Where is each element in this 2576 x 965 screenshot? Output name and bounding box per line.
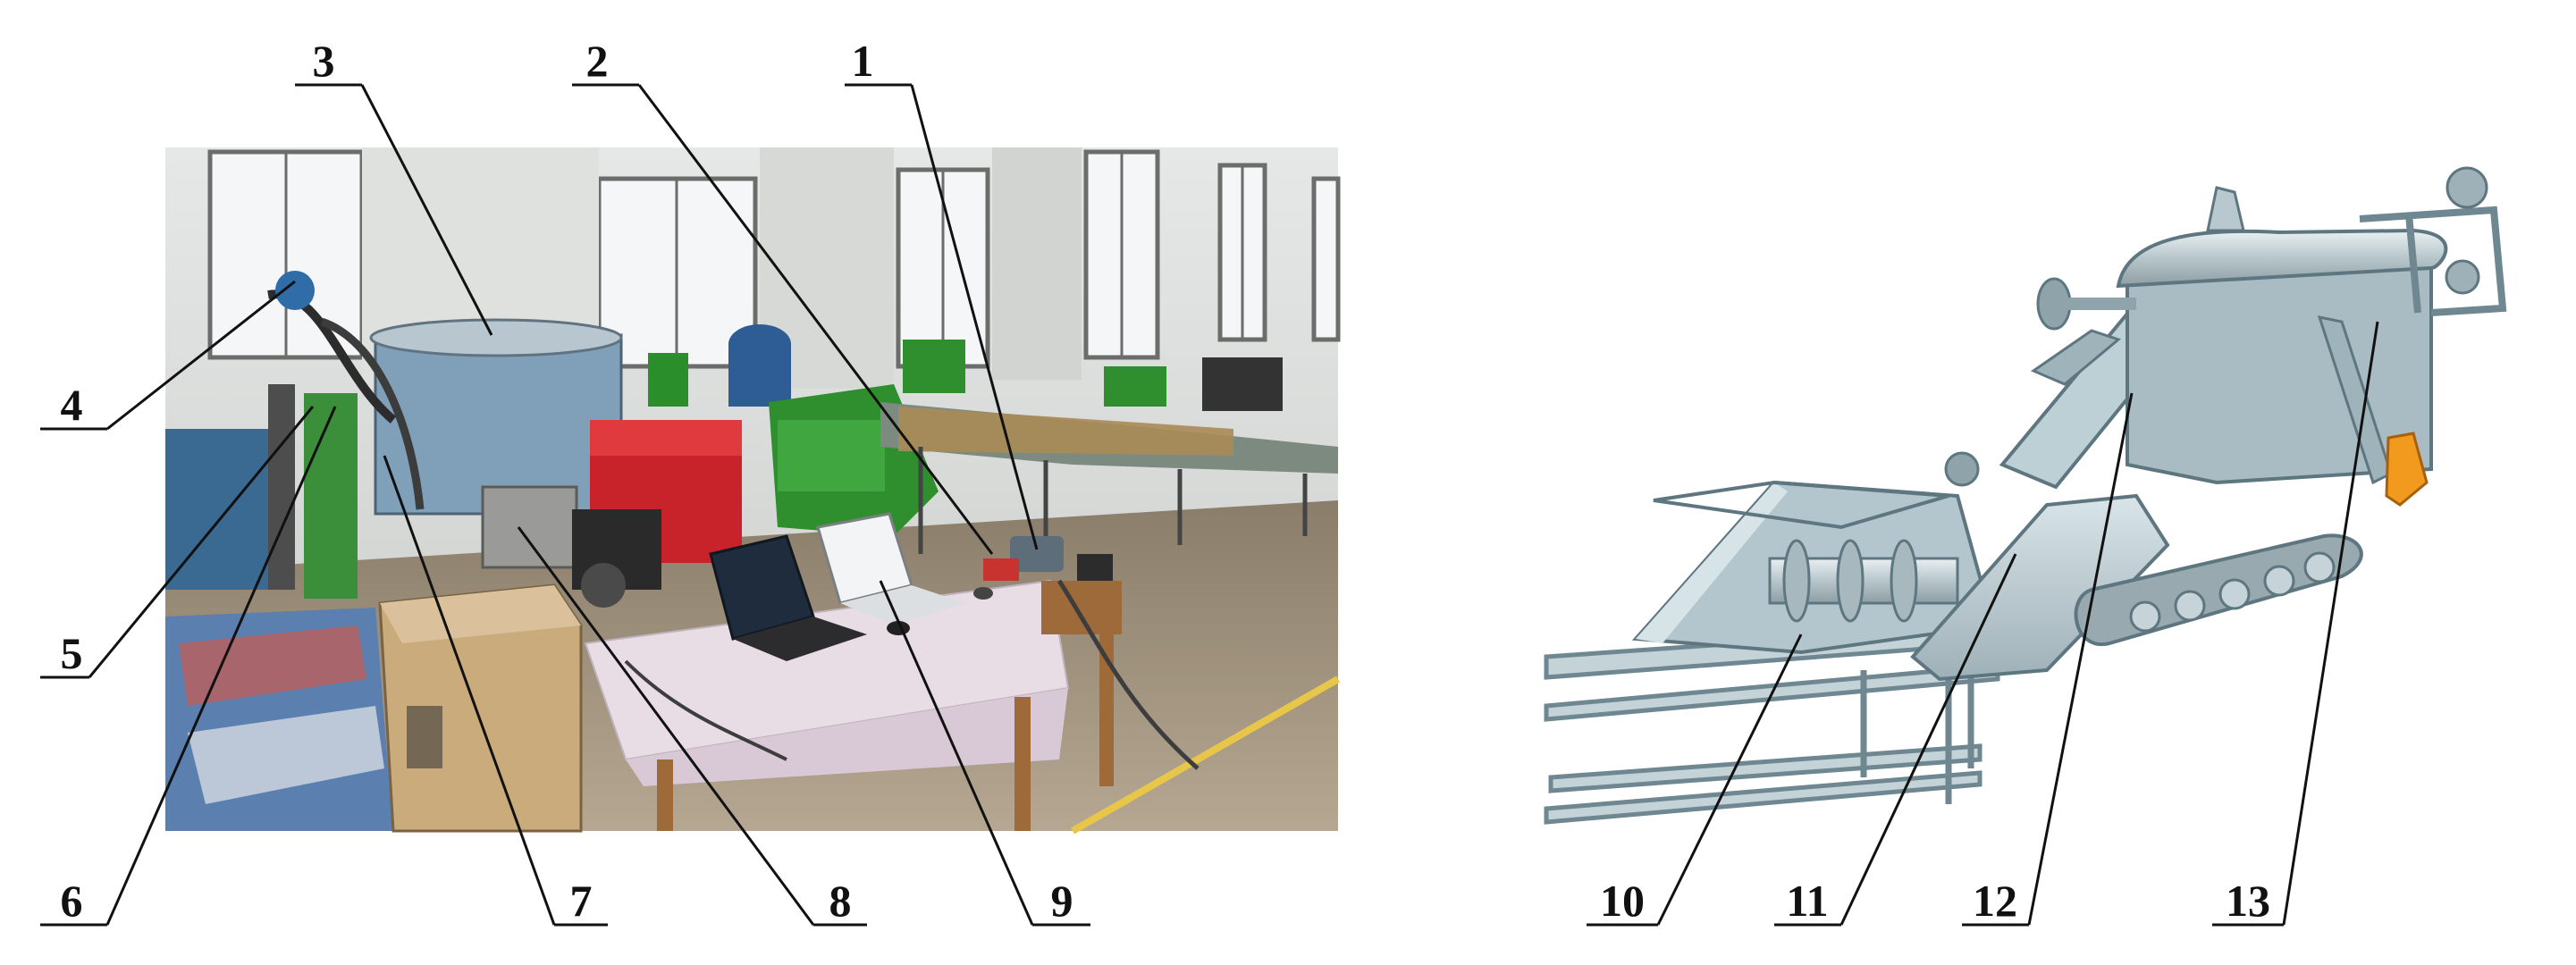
callout-12: 12	[1973, 876, 2017, 926]
callout-9: 9	[1051, 876, 1073, 926]
callout-5: 5	[61, 628, 83, 678]
callout-6: 6	[61, 876, 83, 926]
callout-11: 11	[1786, 876, 1828, 926]
callout-10: 10	[1600, 876, 1645, 926]
callout-1: 1	[852, 36, 874, 86]
callout-3: 3	[313, 36, 335, 86]
callout-13: 13	[2226, 876, 2270, 926]
leader-lines	[40, 83, 2379, 927]
callout-8: 8	[829, 876, 852, 926]
callout-2: 2	[586, 36, 609, 86]
harvester-3d-model	[1544, 166, 2507, 825]
test-bench-photo	[165, 147, 1341, 835]
callout-labels: 1 2 3 4 5 6 7 8 9 10 11 12 13	[61, 36, 2271, 926]
callout-7: 7	[570, 876, 593, 926]
callout-4: 4	[61, 380, 83, 430]
